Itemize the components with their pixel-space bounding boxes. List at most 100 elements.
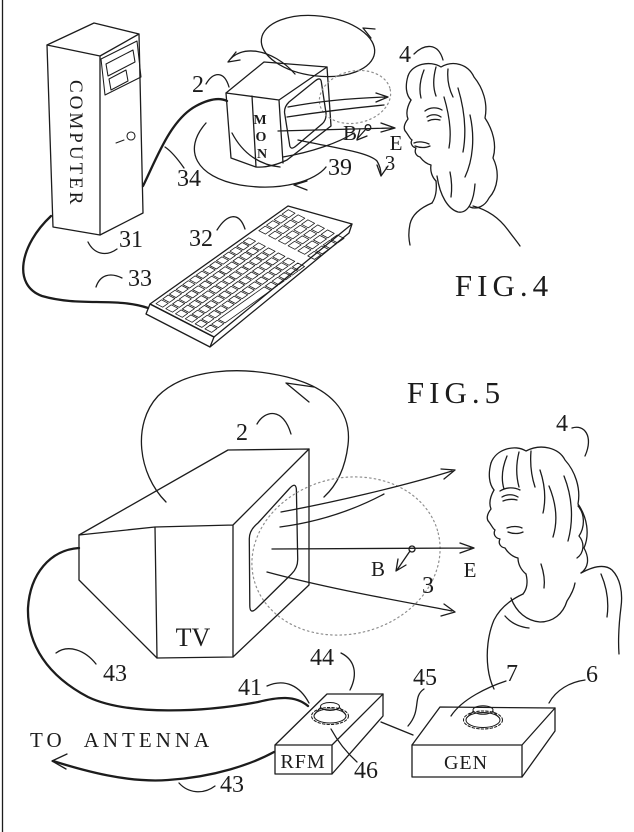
ref-32-label: 32 [189,226,213,252]
beam-arrow-3 [297,139,389,177]
leader-32 [216,216,246,231]
tv-set: TV [78,448,310,659]
drive-bay-panel [100,40,142,96]
ref-39-label: 39 [328,155,352,181]
leader-lines-fig4 [87,45,444,288]
field-loop-tv-arrowhead [285,382,315,403]
field-curve-39 [282,132,355,158]
upper-field-arrow-fig5 [280,468,456,513]
viewer-woman-fig4 [403,62,521,247]
leader-44 [340,652,356,691]
ref-33-label: 33 [128,266,152,292]
leader-46 [330,728,358,763]
b-axis-arrow-fig5 [395,550,411,572]
leader-2 [205,73,230,88]
tv-edges [78,448,310,659]
b-axis-label-fig4: B [343,121,357,145]
ref-45-label: 45 [413,665,437,691]
ref-2-label: 2 [192,72,204,98]
ref-34-label: 34 [177,166,201,192]
leader-43-lower [178,782,216,793]
tv-outline [78,448,310,659]
ref-31-label: 31 [119,227,143,253]
ref-41-label: 41 [238,675,262,701]
leader-4 [413,45,444,61]
ref-4-label-fig5: 4 [556,411,568,437]
figure-4: COMPUTER M O N [22,14,553,348]
ref-44-label: 44 [310,645,334,671]
monitor-letter-o: O [256,130,267,145]
antenna-arrowhead [51,753,68,770]
field-loop-fig5 [140,370,350,503]
emission-arrows-fig5 [266,468,475,617]
ref-3-label-fig5: 3 [422,573,434,599]
viewer-torso-fig5 [486,565,623,690]
monitor-screen [283,78,327,149]
computer-tower: COMPUTER [46,22,144,236]
field-loop-inner-arc [231,132,281,168]
gen-knob-top [472,705,494,715]
e-axis-label-fig5: E [464,558,477,582]
ref-7-label: 7 [506,661,518,687]
dotted-orbit-fig5 [251,476,441,636]
viewer-neck-fig5 [522,563,546,595]
tv-screen [248,484,299,612]
viewer-face-profile-fig5 [486,489,527,575]
gen-box-edges [411,707,556,778]
ref-6-label: 6 [586,662,598,688]
fig4-title: FIG.4 [455,268,553,303]
rfm-label: RFM [280,751,325,773]
field-loop-top-arrowhead [362,27,376,39]
viewer-hair-detail-fig5 [488,450,585,559]
ref-4-label: 4 [399,42,411,68]
keyboard-keys [155,209,345,333]
field-loop-bottom [193,122,327,188]
monitor-cable-34 [141,98,229,188]
monitor-letter-n: N [257,147,267,162]
viewer-hair-fig5 [490,446,589,574]
dotted-orbit-fig4 [318,69,392,125]
viewer-neck-fig4 [431,171,453,204]
computer-tower-outline [46,22,144,236]
viewer-face-detail-fig5 [499,487,524,535]
leader-45 [407,688,425,727]
rfm-knob-base [313,708,347,724]
rfm-box-edges [274,693,384,775]
rfm-gen-link-45 [380,721,414,736]
computer-label: COMPUTER [65,80,86,207]
figure-5: FIG.5 TV [26,370,623,798]
keyboard-side [145,223,353,348]
viewer-face-detail-fig4 [413,107,443,149]
rfm-to-antenna-wire-43 [51,750,276,782]
rfm-knob-knurl [310,706,350,726]
leader-31 [87,241,118,255]
monitor-edges [225,66,328,168]
power-button [126,131,136,141]
monitor-outline [225,61,332,168]
leader-33 [95,274,123,288]
mid-field-curve [286,104,385,118]
e-axis-arrow [277,122,396,133]
ref-2-label-fig5: 2 [236,420,248,446]
leader-lines-fig5 [55,412,590,793]
gen-module: GEN [411,705,556,778]
b-axis-label-fig5: B [371,557,385,581]
keyboard-cable-33 [22,214,150,310]
monitor-letter-m: M [253,113,266,128]
keyboard [145,205,353,348]
beam-arrow-3-fig5 [266,571,456,617]
emission-arrows-fig4 [277,92,396,177]
e-axis-arrow-fig5 [271,542,475,554]
gen-label: GEN [444,752,488,774]
rfm-knob-sides [313,706,347,716]
leader-34 [164,146,185,169]
leader-41 [266,682,310,704]
viewer-torso-fig4 [408,175,521,247]
upper-field-arrow [287,92,389,108]
fig5-title: FIG.5 [407,375,505,410]
ref-43-upper-label: 43 [103,661,127,687]
rfm-module: RFM [274,693,384,775]
monitor: M O N [225,61,332,168]
